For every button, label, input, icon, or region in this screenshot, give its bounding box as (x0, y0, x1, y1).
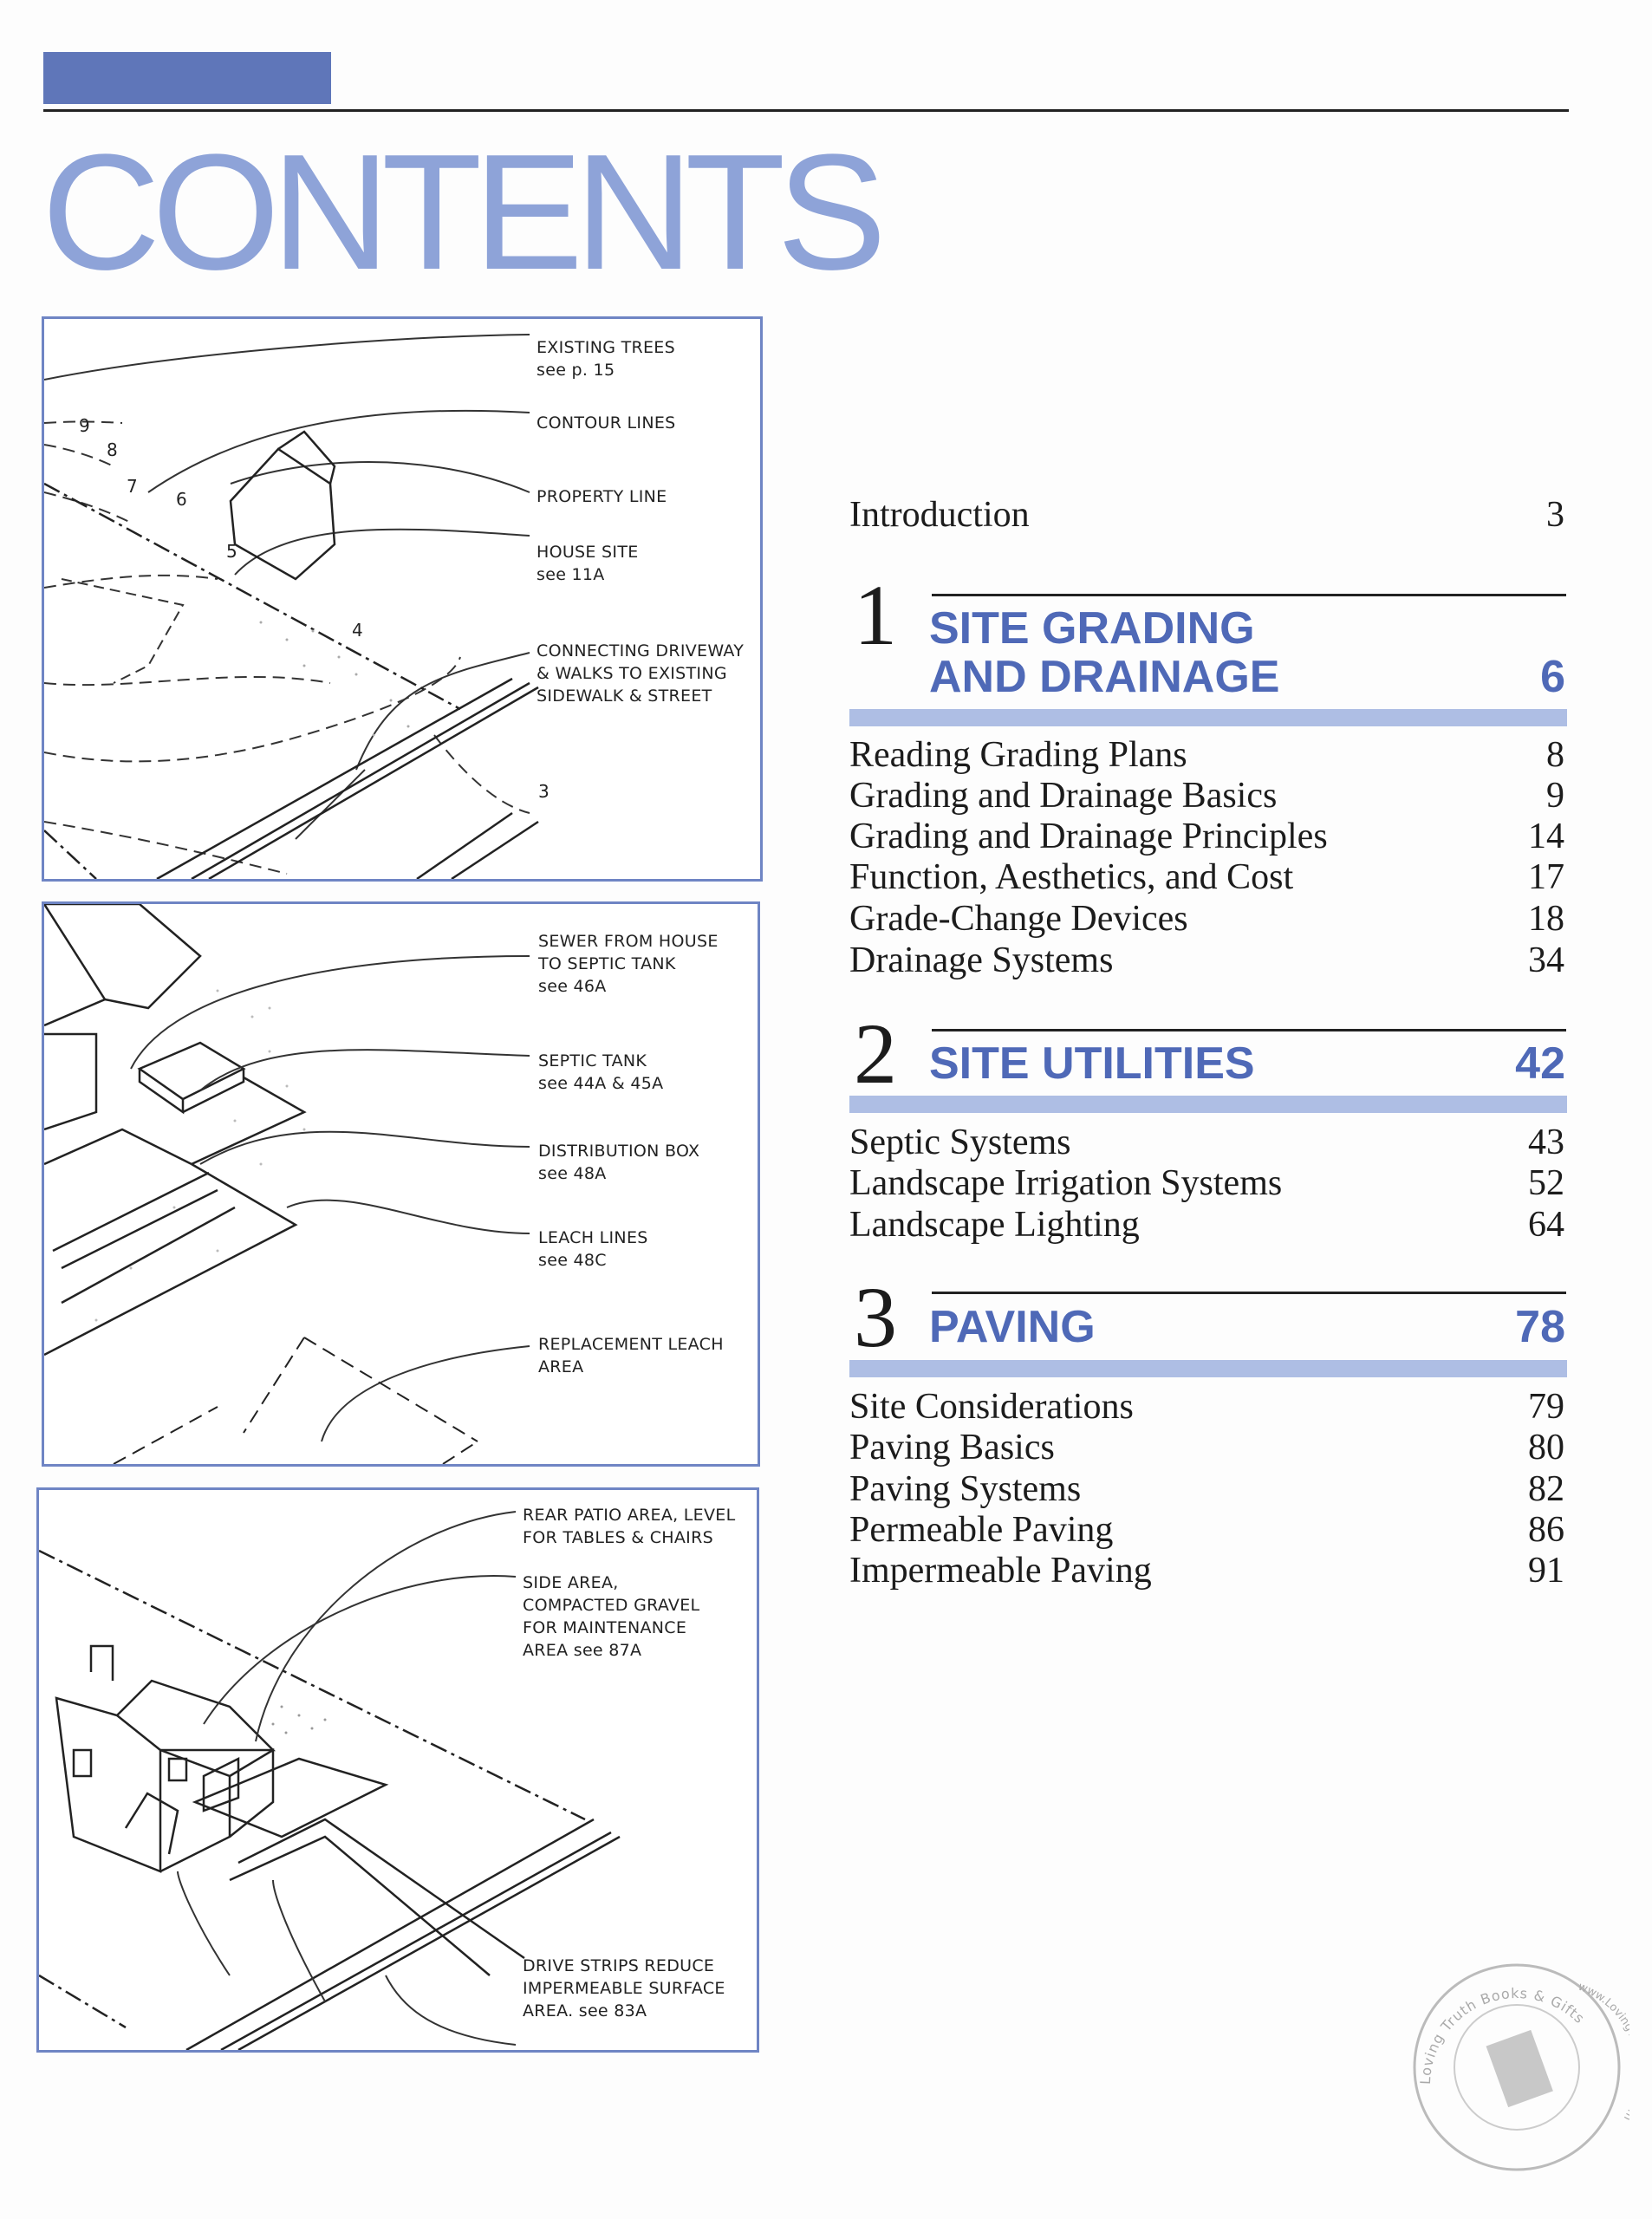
toc-item-label: Site Considerations (849, 1387, 1134, 1427)
toc-item-page: 86 (1528, 1510, 1564, 1550)
callout-distribution-box: DISTRIBUTION BOX see 48A (538, 1142, 700, 1183)
bookstore-stamp-watermark: Loving Truth Books & Gifts www.LovingTru… (1413, 1963, 1629, 2171)
toc-item-page: 64 (1528, 1205, 1564, 1245)
callout-house-site: HOUSE SITE see 11A (537, 543, 639, 584)
callout-existing-trees: EXISTING TREES see p. 15 (537, 338, 675, 380)
section-2-number: 2 (854, 1005, 897, 1102)
callout-contour-lines: CONTOUR LINES (537, 413, 676, 433)
toc-item-label: Septic Systems (849, 1123, 1071, 1162)
section-3-rule (932, 1292, 1566, 1294)
toc-item[interactable]: Drainage Systems 34 (849, 940, 1564, 981)
toc-item[interactable]: Grading and Drainage Basics 9 (849, 775, 1564, 817)
section-1-page: 6 (1540, 652, 1565, 702)
toc-item-page: 80 (1528, 1428, 1564, 1467)
section-2-rule (932, 1029, 1566, 1031)
callout-connecting-driveway: CONNECTING DRIVEWAY & WALKS TO EXISTING … (537, 641, 745, 706)
section-3-page: 78 (1515, 1302, 1565, 1352)
toc-item[interactable]: Landscape Lighting 64 (849, 1204, 1564, 1246)
toc-item[interactable]: Paving Basics 80 (849, 1427, 1564, 1468)
section-1-title-line-2[interactable]: AND DRAINAGE (929, 652, 1280, 702)
toc-item-page: 18 (1528, 899, 1564, 939)
toc-item[interactable]: Function, Aesthetics, and Cost 17 (849, 856, 1564, 898)
toc-intro[interactable]: Introduction 3 (849, 494, 1564, 536)
toc-intro-label: Introduction (849, 495, 1030, 535)
toc-item-page: 9 (1546, 776, 1564, 816)
toc-item-label: Grading and Drainage Basics (849, 776, 1278, 816)
contour-label: 7 (127, 476, 138, 497)
toc-item-page: 8 (1546, 735, 1564, 775)
toc-intro-page: 3 (1546, 495, 1564, 535)
illustration-site-utilities: SEWER FROM HOUSE TO SEPTIC TANK see 46A … (42, 901, 760, 1467)
site-utilities-drawing (44, 904, 530, 1464)
toc-item-label: Landscape Irrigation Systems (849, 1163, 1283, 1203)
callout-replacement-leach: REPLACEMENT LEACH AREA (538, 1335, 724, 1376)
section-3-title[interactable]: PAVING (929, 1302, 1096, 1352)
toc-item-label: Landscape Lighting (849, 1205, 1140, 1245)
toc-item-page: 43 (1528, 1123, 1564, 1162)
contour-label: 8 (107, 439, 118, 460)
toc-item-page: 14 (1528, 817, 1564, 856)
toc-item[interactable]: Septic Systems 43 (849, 1122, 1564, 1163)
section-2-page: 42 (1515, 1038, 1565, 1089)
toc-item[interactable]: Landscape Irrigation Systems 52 (849, 1162, 1564, 1204)
toc-item-label: Paving Systems (849, 1469, 1082, 1509)
callout-property-line: PROPERTY LINE (537, 487, 667, 506)
illustration-paving: REAR PATIO AREA, LEVEL FOR TABLES & CHAI… (36, 1487, 759, 2053)
toc-item[interactable]: Grade-Change Devices 18 (849, 898, 1564, 940)
toc-item-label: Reading Grading Plans (849, 735, 1187, 775)
section-1-number: 1 (854, 567, 897, 663)
contour-label: 4 (352, 620, 363, 641)
toc-item[interactable]: Impermeable Paving 91 (849, 1550, 1564, 1591)
toc-item-label: Grading and Drainage Principles (849, 817, 1328, 856)
toc-item[interactable]: Site Considerations 79 (849, 1386, 1564, 1428)
bible-icon (1486, 2029, 1553, 2108)
section-1-rule (932, 594, 1566, 596)
toc-item-page: 17 (1528, 857, 1564, 897)
toc-item[interactable]: Reading Grading Plans 8 (849, 734, 1564, 776)
toc-item-label: Paving Basics (849, 1428, 1055, 1467)
toc-item-page: 34 (1528, 940, 1564, 980)
section-1-bar (849, 709, 1567, 726)
callout-sewer: SEWER FROM HOUSE TO SEPTIC TANK see 46A (538, 932, 719, 996)
toc-item-label: Function, Aesthetics, and Cost (849, 857, 1294, 897)
toc-item[interactable]: Grading and Drainage Principles 14 (849, 816, 1564, 857)
header-accent-bar (43, 52, 331, 104)
toc-item[interactable]: Paving Systems 82 (849, 1468, 1564, 1510)
callout-septic-tank: SEPTIC TANK see 44A & 45A (538, 1051, 664, 1093)
site-grading-drawing: 9 8 7 6 5 4 3 (44, 334, 550, 879)
toc-item[interactable]: Permeable Paving 86 (849, 1509, 1564, 1551)
contour-label: 6 (176, 489, 187, 510)
section-2-title[interactable]: SITE UTILITIES (929, 1038, 1255, 1089)
toc-item-label: Drainage Systems (849, 940, 1114, 980)
toc-item-label: Impermeable Paving (849, 1551, 1152, 1591)
header-rule (43, 109, 1569, 112)
callout-side-area: SIDE AREA, COMPACTED GRAVEL FOR MAINTENA… (523, 1573, 700, 1660)
toc-item-page: 52 (1528, 1163, 1564, 1203)
callout-rear-patio: REAR PATIO AREA, LEVEL FOR TABLES & CHAI… (523, 1506, 736, 1547)
toc-item-page: 82 (1528, 1469, 1564, 1509)
illustration-site-grading: 9 8 7 6 5 4 3 EXISTING TREES see p. 15 C… (42, 316, 763, 882)
callout-leach-lines: LEACH LINES see 48C (538, 1228, 648, 1270)
section-3-number: 3 (854, 1269, 897, 1365)
section-3-bar (849, 1360, 1567, 1377)
contour-label: 9 (79, 415, 90, 436)
toc-item-label: Permeable Paving (849, 1510, 1114, 1550)
contour-label: 3 (538, 781, 550, 802)
contour-label: 5 (226, 541, 237, 562)
toc-item-label: Grade-Change Devices (849, 899, 1188, 939)
toc-item-page: 91 (1528, 1551, 1564, 1591)
section-1-title-line-1[interactable]: SITE GRADING (929, 603, 1255, 654)
page-title: CONTENTS (42, 120, 887, 304)
section-2-bar (849, 1096, 1567, 1113)
toc-item-page: 79 (1528, 1387, 1564, 1427)
callout-drive-strips: DRIVE STRIPS REDUCE IMPERMEABLE SURFACE … (523, 1956, 725, 2021)
paving-drawing (39, 1511, 621, 2050)
